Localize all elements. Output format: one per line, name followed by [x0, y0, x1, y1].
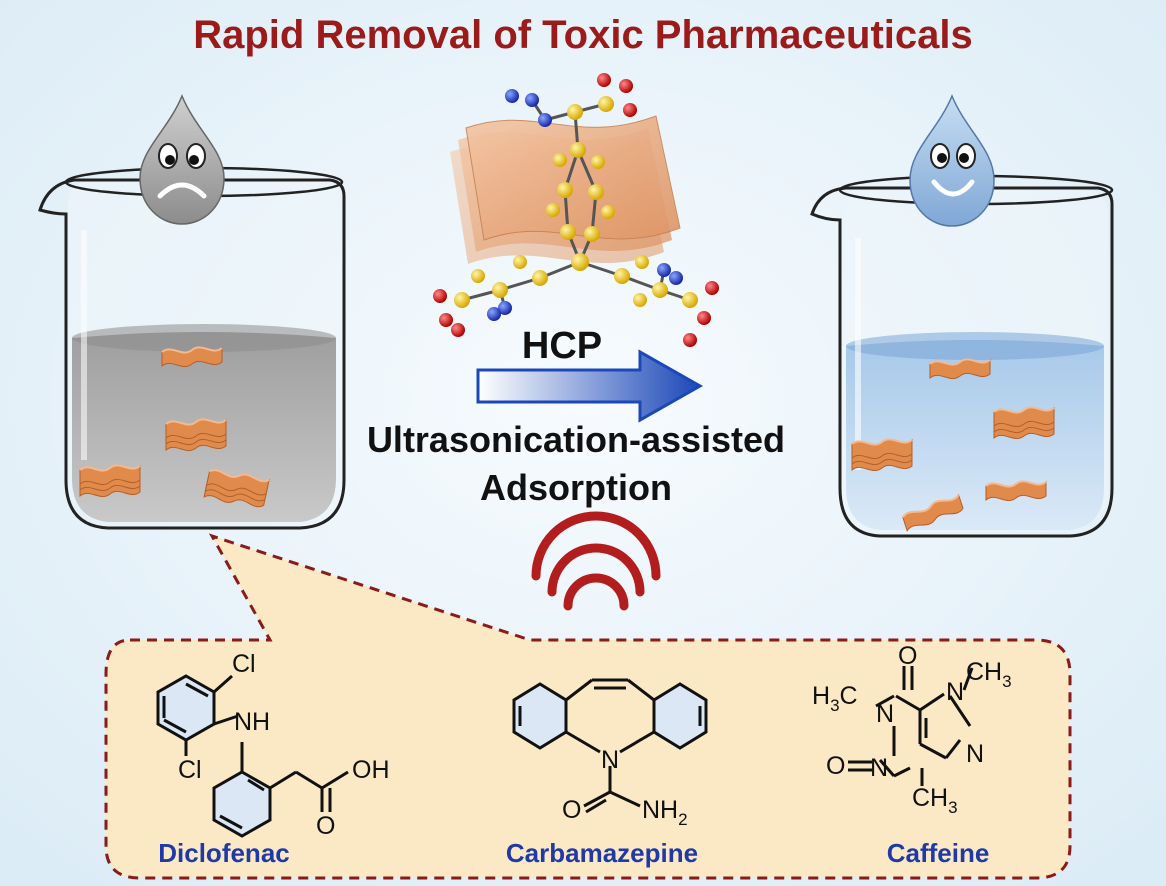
process-arrow-icon [476, 349, 704, 423]
drug-label-caffeine: Caffeine [887, 838, 990, 868]
atom-ch3: CH3 [912, 784, 958, 817]
pharmaceuticals-callout [104, 533, 1072, 880]
atom-cl: Cl [232, 650, 256, 678]
atom-ch3: CH3 [966, 658, 1012, 691]
hcp-label: HCP [522, 325, 602, 367]
atom-o: O [316, 812, 335, 840]
atom-o: O [562, 796, 581, 824]
adsorbent-stack [852, 439, 912, 470]
diclofenac-structure [156, 674, 349, 838]
atom-cl: Cl [178, 756, 202, 784]
adsorbent-flake [929, 358, 991, 380]
atom-n: N [870, 754, 888, 782]
atom-n: N [601, 746, 619, 774]
caffeine-structure [848, 666, 974, 786]
atom-n: N [946, 678, 964, 706]
adsorbent-flake [161, 346, 223, 368]
atom-oh: OH [352, 756, 390, 784]
clean-water [846, 340, 1104, 530]
atom-nh2: NH2 [642, 796, 688, 829]
atom-nh: NH [234, 708, 270, 736]
drug-label-carbamazepine: Carbamazepine [506, 838, 698, 868]
right-beaker-glass [810, 186, 1114, 538]
adsorbent-flake [985, 480, 1047, 502]
polluted-beaker [38, 166, 346, 530]
atom-o: O [898, 642, 917, 670]
left-beaker-glass [38, 178, 346, 530]
atom-o: O [826, 752, 845, 780]
method-label-line2: Adsorption [480, 467, 672, 508]
hcp-molecule-illustration [433, 73, 719, 347]
adsorbent-stack [994, 407, 1054, 438]
sad-droplet-icon [139, 94, 225, 225]
figure-title: Rapid Removal of Toxic Pharmaceuticals [193, 13, 973, 57]
adsorbent-stack [80, 465, 140, 496]
atom-n: N [876, 700, 894, 728]
carbamazepine-structure [512, 678, 708, 814]
ultrasound-waves-icon [531, 511, 661, 611]
drug-label-diclofenac: Diclofenac [158, 838, 290, 868]
method-label-line1: Ultrasonication-assisted [367, 419, 785, 460]
atom-h3c: H3C [812, 682, 858, 715]
atom-n: N [966, 740, 984, 768]
happy-droplet-icon [909, 94, 995, 227]
adsorbent-stack [166, 419, 226, 450]
clean-beaker [810, 174, 1114, 538]
